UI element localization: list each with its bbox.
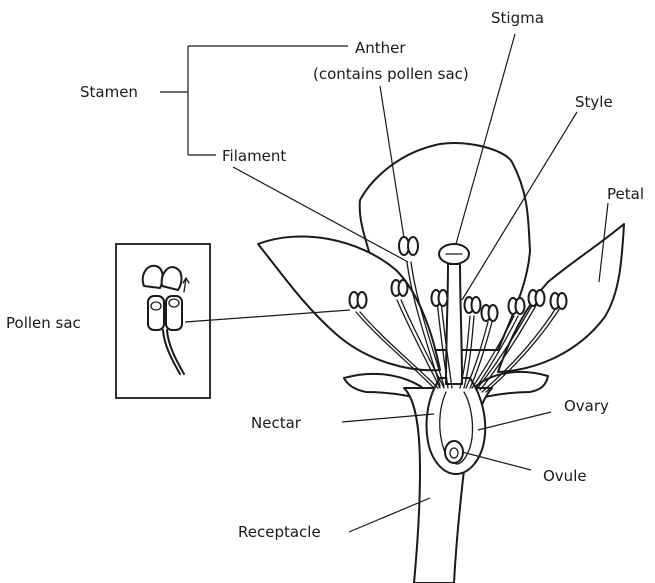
- label-stigma: Stigma: [491, 9, 544, 27]
- label-anther-note: (contains pollen sac): [313, 65, 469, 83]
- label-ovule: Ovule: [543, 467, 587, 485]
- label-ovary: Ovary: [564, 397, 609, 415]
- label-petal: Petal: [607, 185, 644, 203]
- label-anther: Anther: [355, 39, 406, 57]
- stamen-bracket: [160, 46, 348, 155]
- label-pollen-sac: Pollen sac: [6, 314, 81, 332]
- ovule: [445, 441, 463, 463]
- inset-pollen-sacs: [143, 266, 182, 330]
- label-filament: Filament: [222, 147, 286, 165]
- label-stamen: Stamen: [80, 83, 138, 101]
- label-style: Style: [575, 93, 613, 111]
- label-nectar: Nectar: [251, 414, 302, 432]
- label-receptacle: Receptacle: [238, 523, 321, 541]
